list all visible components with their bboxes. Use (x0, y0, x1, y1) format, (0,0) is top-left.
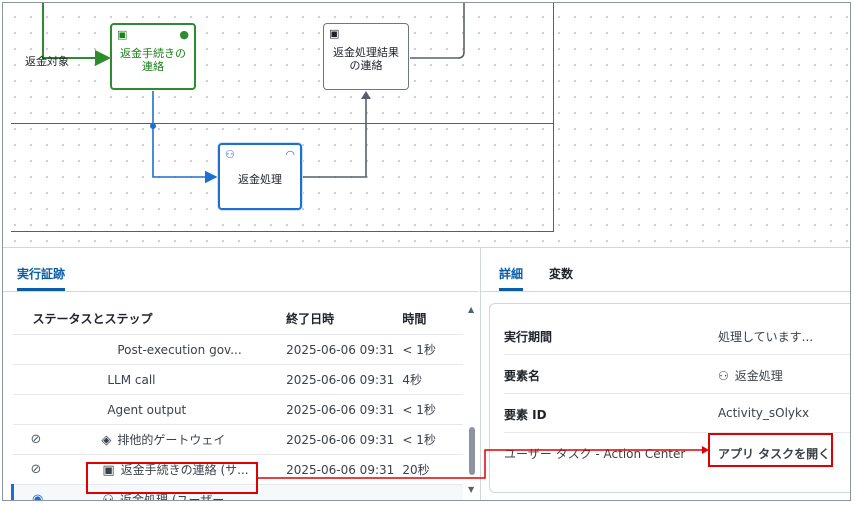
service-task-icon: ▣ (102, 463, 115, 478)
flow-top-left (42, 3, 111, 66)
detail-key: 要素 ID (504, 408, 547, 422)
end-time: 2025-06-06 09:31 (285, 334, 402, 365)
flow-to-refund (152, 91, 218, 184)
end-time: 2025-06-06 09:31 (285, 364, 402, 395)
duration: 4秒 (401, 364, 463, 395)
detail-key: ユーザー タスク - Action Center (504, 447, 686, 461)
highlight-selected-step (86, 462, 258, 494)
tab-divider (3, 291, 479, 292)
step-name: 返金処理 (ユーザー ... (120, 493, 240, 501)
node-label: 返金処理結果の連絡 (333, 46, 399, 72)
service-task-icon: ▣ (117, 28, 128, 41)
duration: < 1秒 (401, 394, 463, 425)
end-time: - (285, 484, 402, 500)
node-refund-processing[interactable]: ⚇ ◠ 返金処理 (218, 143, 302, 210)
running-dot-icon: ◉ (32, 492, 44, 501)
duration: < 1秒 (401, 334, 463, 365)
step-name: Post-execution gov... (101, 334, 286, 365)
detail-key: 実行期間 (504, 330, 553, 344)
scroll-up-icon[interactable]: ▲ (468, 305, 475, 314)
detail-value: 返金処理 (734, 369, 783, 383)
duration: 20秒 (401, 454, 463, 485)
detail-key: 要素名 (504, 369, 541, 383)
detail-value: 処理しています... (718, 330, 814, 344)
service-task-icon: ▣ (329, 27, 340, 40)
end-time: 2025-06-06 09:31 (285, 424, 402, 455)
detail-row-element-id: 要素 ID Activity_sOlykx (504, 394, 850, 433)
step-name: Agent output (101, 394, 286, 425)
tab-variables[interactable]: 変数 (549, 267, 574, 281)
table-header: ステータスとステップ 終了日時 時間 (13, 302, 464, 335)
table-row[interactable]: Post-execution gov... 2025-06-06 09:31 <… (12, 334, 463, 365)
check-circle-icon: ⊘ (30, 462, 42, 477)
lane-divider (11, 123, 554, 124)
user-task-icon: ⚇ (102, 493, 114, 501)
duration: - (401, 484, 463, 500)
node-label: 返金処理 (238, 173, 282, 186)
user-task-icon: ⚇ (718, 369, 729, 383)
duration: < 1秒 (401, 424, 463, 455)
end-time: 2025-06-06 09:31 (285, 454, 402, 485)
flow-result-out (410, 3, 465, 59)
scrollbar-thumb[interactable] (469, 427, 475, 475)
step-name: LLM call (101, 364, 286, 395)
edge-label: 返金対象 (25, 55, 69, 68)
flow-to-result (303, 95, 367, 178)
scrollbar[interactable]: ▲ ▼ (467, 305, 477, 495)
user-task-icon: ⚇ (225, 148, 235, 161)
spinner-icon: ◠ (285, 148, 295, 161)
step-name: 返金手続きの連絡 (サ... (120, 463, 249, 477)
detail-row-element-name: 要素名 ⚇ 返金処理 (504, 355, 850, 394)
tab-execution-trail[interactable]: 実行証跡 (17, 265, 66, 291)
end-time: 2025-06-06 09:31 (285, 394, 402, 425)
detail-row-duration: 実行期間 処理しています... (504, 316, 850, 355)
table-row[interactable]: LLM call 2025-06-06 09:31 4秒 (12, 364, 463, 395)
process-canvas[interactable]: 返金対象 ▣ ● 返金手続きの連絡 ▣ 返金処理結果の連絡 ⚇ ◠ 返金処理 (3, 3, 850, 248)
highlight-open-task-link (708, 433, 833, 467)
table-row[interactable]: ⊘ ◈ 排他的ゲートウェイ 2025-06-06 09:31 < 1秒 (12, 424, 463, 455)
step-name: 排他的ゲートウェイ (117, 433, 226, 447)
scroll-down-icon[interactable]: ▼ (468, 485, 475, 494)
tab-details[interactable]: 詳細 (499, 265, 524, 291)
col-end-time[interactable]: 終了日時 (286, 311, 335, 326)
table-row[interactable]: Agent output 2025-06-06 09:31 < 1秒 (12, 394, 463, 425)
check-circle-icon: ● (179, 28, 189, 41)
gateway-icon: ◈ (101, 433, 112, 448)
node-refund-result-notice[interactable]: ▣ 返金処理結果の連絡 (323, 23, 409, 90)
node-refund-notice[interactable]: ▣ ● 返金手続きの連絡 (110, 23, 196, 90)
tab-divider (481, 291, 850, 292)
node-label: 返金手続きの連絡 (120, 47, 186, 73)
check-circle-icon: ⊘ (30, 432, 42, 447)
col-status-step[interactable]: ステータスとステップ (32, 311, 153, 326)
detail-value: Activity_sOlykx (718, 406, 810, 420)
col-duration[interactable]: 時間 (402, 311, 427, 326)
sequence-flows (42, 3, 465, 184)
open-app-task-link[interactable]: アプリ タスクを開く (718, 447, 831, 461)
pool-border (11, 3, 554, 232)
